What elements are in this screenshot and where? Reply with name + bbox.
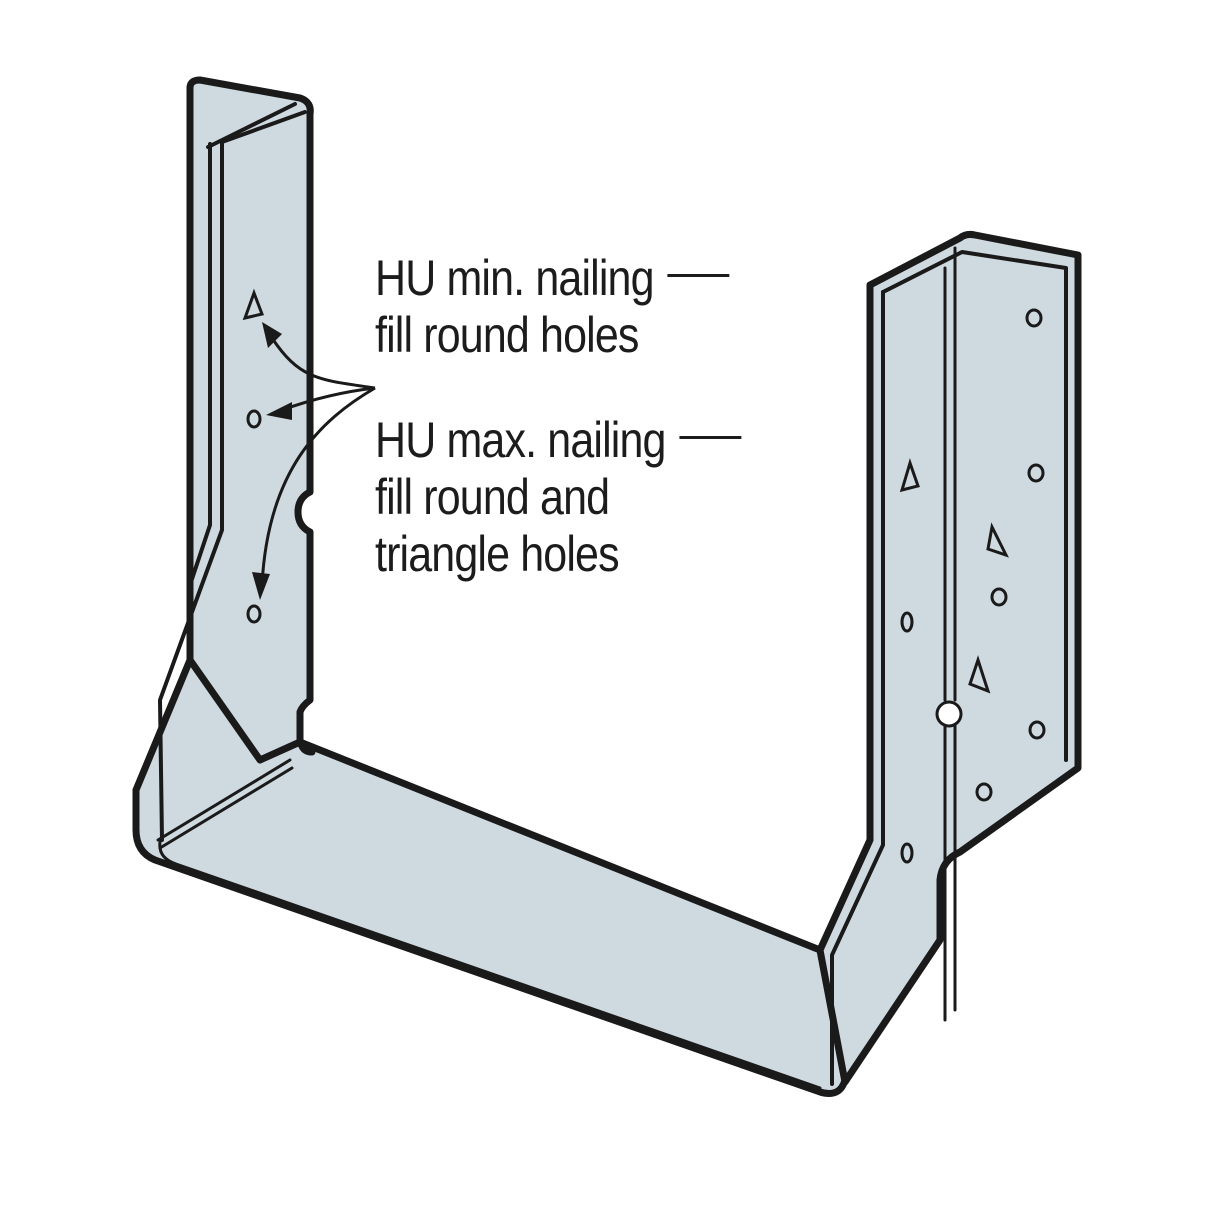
round-hole-icon <box>246 409 262 429</box>
triangle-hole-icon <box>242 288 265 321</box>
large-round-hole-icon <box>935 700 963 728</box>
leader-dash <box>667 274 730 278</box>
callout-min-line-1: HU min. nailing <box>375 250 655 306</box>
callout-max-line-2: fill round and <box>375 469 610 525</box>
round-hole-icon <box>1027 463 1045 483</box>
callout-max-nailing: HU max. nailing fill round and triangle … <box>375 412 742 583</box>
callout-min-line-2: fill round holes <box>375 307 639 363</box>
arrowhead-icon <box>262 322 282 348</box>
arrowhead-icon <box>266 402 292 420</box>
round-hole-icon <box>1025 308 1043 328</box>
callout-max-line-3: triangle holes <box>375 526 620 582</box>
right-flange <box>816 230 1082 1086</box>
round-hole-icon <box>246 604 262 624</box>
round-hole-icon <box>990 587 1008 607</box>
arrow-to-round-bottom <box>260 386 376 586</box>
arrowhead-icon <box>252 572 270 600</box>
round-hole-icon <box>900 842 914 864</box>
arrow-to-triangle <box>270 337 376 390</box>
triangle-hole-icon <box>986 522 1009 558</box>
hanger-seat <box>132 656 849 1097</box>
round-hole-icon <box>975 782 993 802</box>
round-hole-icon <box>900 611 914 633</box>
leader-dash <box>679 436 742 440</box>
triangle-hole-icon <box>968 655 991 694</box>
callout-max-line-1: HU max. nailing <box>375 412 666 468</box>
triangle-hole-icon <box>899 458 920 493</box>
callout-min-nailing: HU min. nailing fill round holes <box>375 250 730 364</box>
round-hole-icon <box>1028 720 1046 740</box>
